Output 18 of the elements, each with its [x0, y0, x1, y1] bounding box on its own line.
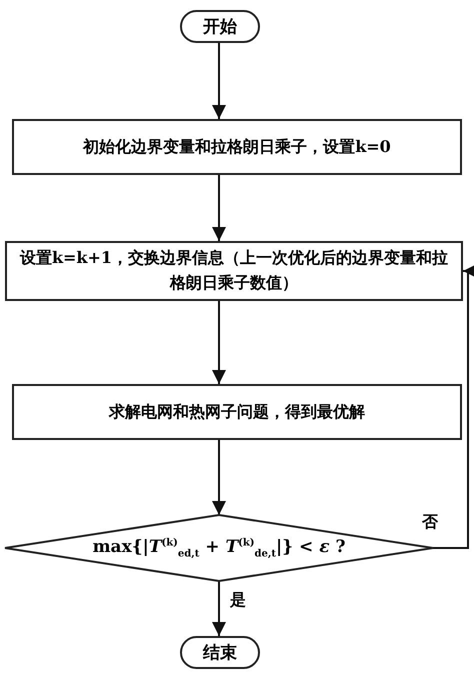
- arrow: [212, 175, 226, 241]
- step-text: 求解电网和热网子问题，得到最优解: [109, 400, 365, 423]
- edge-label: 是: [228, 590, 248, 611]
- step-text: 设置k=k+1，交换边界信息（上一次优化后的边界变量和拉格朗日乘子数值）: [18, 247, 450, 294]
- step-text: 开始: [203, 16, 237, 38]
- condition-text: max{|T$^{(k)}$$_{ed,t}$ + T$^{(k)}$$_{de,t}$|} < ε ?: [92, 536, 346, 560]
- terminal-box: [180, 636, 260, 669]
- arrow: [212, 43, 226, 119]
- arrow: [212, 301, 226, 384]
- process-box: [5, 241, 463, 301]
- step-text: 结束: [203, 642, 237, 664]
- arrow: [212, 440, 226, 515]
- terminal-box: [180, 10, 260, 43]
- arrow: [433, 264, 474, 549]
- process-box: [12, 119, 462, 175]
- step-text: 初始化边界变量和拉格朗日乘子，设置k=0: [83, 136, 391, 158]
- arrow: [212, 581, 226, 636]
- process-box: [12, 384, 462, 440]
